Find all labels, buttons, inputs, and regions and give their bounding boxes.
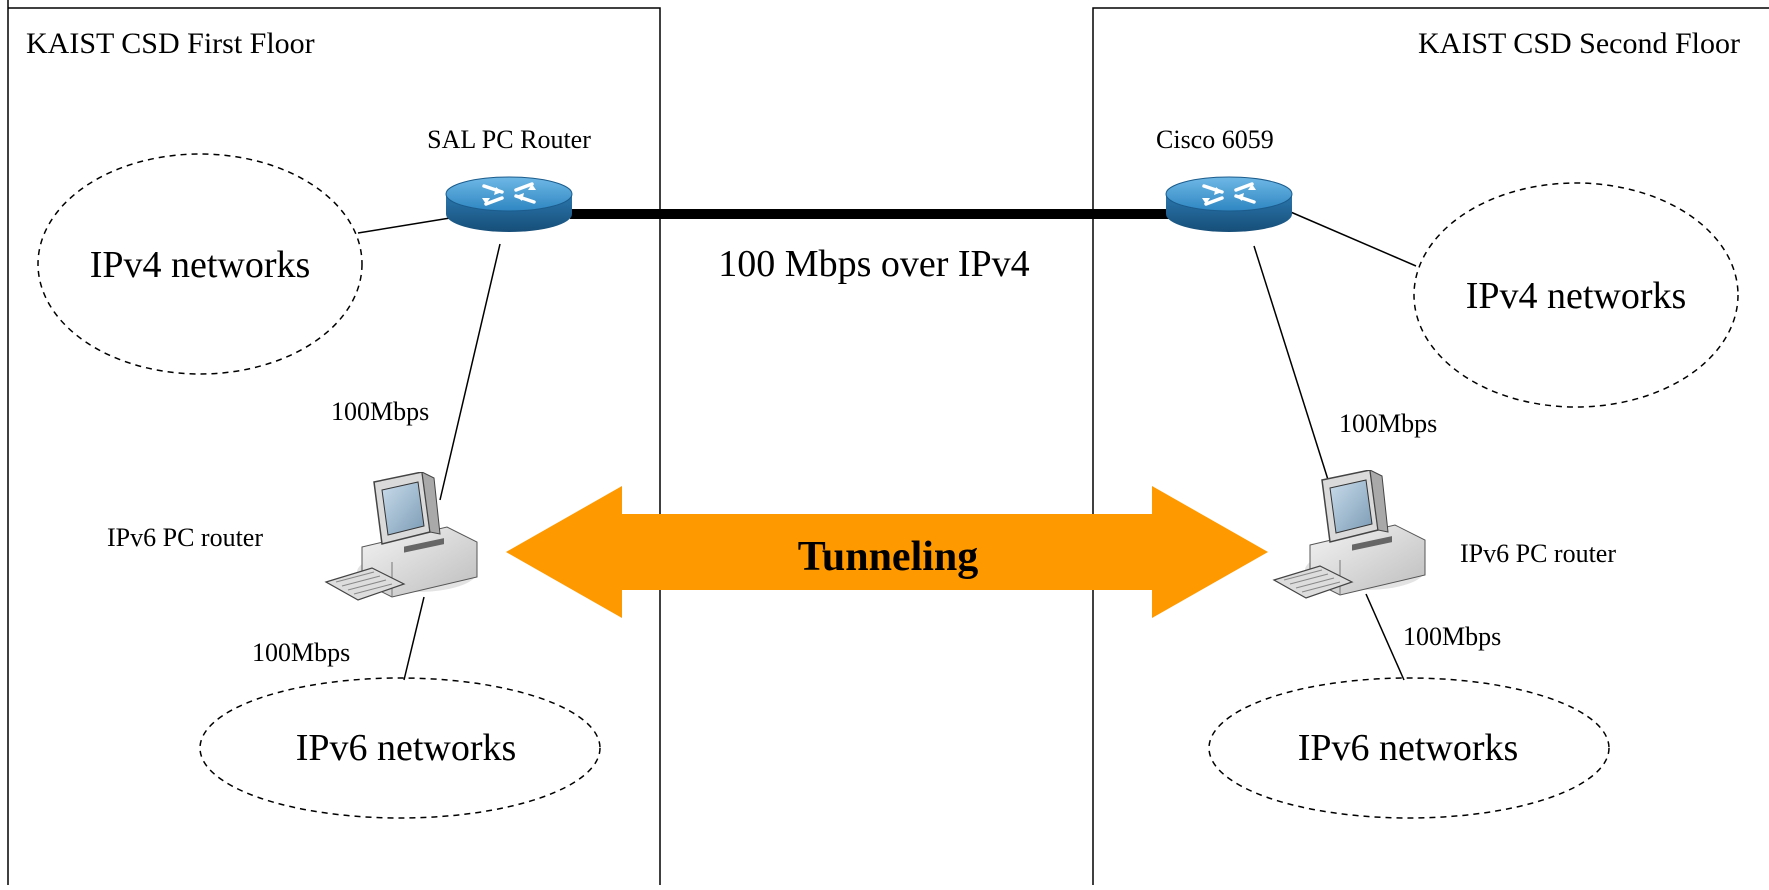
- right-router-icon: [1164, 176, 1294, 234]
- right-ipv6-label: IPv6 networks: [1298, 727, 1519, 769]
- left-ipv6-cloud: [199, 677, 601, 819]
- left-ipv6-label: IPv6 networks: [296, 727, 517, 769]
- left-floor-label: KAIST CSD First Floor: [26, 27, 315, 60]
- left-router-icon: [444, 176, 574, 234]
- left-router-pc-link: [439, 243, 501, 501]
- right-floor-border: [1092, 7, 1769, 885]
- right-ipv6-cloud: [1208, 677, 1610, 819]
- left-pc-label: IPv6 PC router: [107, 523, 263, 552]
- right-router-label: Cisco 6059: [1156, 125, 1274, 154]
- left-pc-ipv6-link: [403, 596, 425, 681]
- right-pc-icon: [1273, 470, 1426, 599]
- right-ipv4-cloud: [1413, 182, 1739, 408]
- tunnel-arrow: [506, 486, 1268, 618]
- left-ipv4-cloud: [37, 153, 363, 375]
- left-ipv4-link: [357, 217, 451, 234]
- backbone-label: 100 Mbps over IPv4: [718, 243, 1029, 285]
- left-pc-icon: [325, 472, 478, 601]
- left-ipv4-label: IPv4 networks: [90, 244, 311, 286]
- right-ipv4-link: [1285, 209, 1417, 267]
- right-router-pc-link: [1253, 245, 1331, 487]
- left-speed-lower: 100Mbps: [252, 638, 350, 667]
- tunnel-label: Tunneling: [798, 534, 979, 580]
- right-pc-ipv6-link: [1365, 593, 1405, 681]
- left-router-label: SAL PC Router: [427, 125, 591, 154]
- right-speed-lower: 100Mbps: [1403, 622, 1501, 651]
- right-pc-label: IPv6 PC router: [1460, 539, 1616, 568]
- right-floor-label: KAIST CSD Second Floor: [1418, 27, 1740, 60]
- right-speed-upper: 100Mbps: [1339, 409, 1437, 438]
- right-ipv4-label: IPv4 networks: [1466, 275, 1687, 317]
- left-floor-border: [8, 7, 661, 885]
- left-speed-upper: 100Mbps: [331, 397, 429, 426]
